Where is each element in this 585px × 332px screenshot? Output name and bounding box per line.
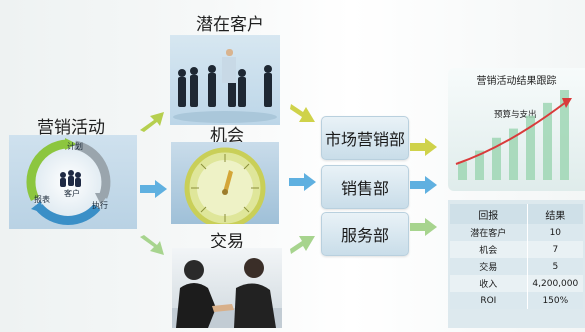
business-people-image: [170, 35, 280, 125]
table-cell: 潜在客户: [450, 224, 528, 241]
chart-bar: [526, 115, 535, 180]
chart-bar: [543, 102, 552, 180]
customers-icon: [60, 170, 81, 187]
cycle-label-execute: 执行: [92, 200, 108, 210]
trend-arrow-line: [455, 101, 567, 165]
results-chart-panel: 营销活动结果跟踪 预算与支出: [448, 68, 585, 191]
table-header-return: 回报: [450, 204, 528, 224]
deal-label: 交易: [210, 232, 244, 252]
cycle-label-report: 报表: [34, 194, 50, 204]
cycle-label-plan: 计划: [67, 141, 83, 151]
table-cell: 4,200,000: [527, 275, 583, 292]
potential-customers-label: 潜在客户: [196, 15, 264, 35]
arrow-to-marketing-icon: [290, 104, 315, 122]
table-cell: 机会: [450, 241, 528, 258]
clock-ticks-icon: [191, 154, 259, 222]
marketing-cycle-panel: 计划 报表 执行 客户: [9, 135, 137, 229]
table-cell: 5: [527, 258, 583, 275]
arrow-to-chart2-icon: [410, 176, 437, 194]
dept-marketing: 市场营销部: [321, 116, 409, 160]
cycle-arc-report: [35, 203, 101, 225]
table-cell: ROI: [450, 292, 528, 309]
cycle-diagram: 计划 报表 执行 客户: [26, 138, 111, 225]
trend-arrow-head-icon: [562, 98, 572, 108]
arrow-to-service-icon: [290, 236, 315, 254]
arrow-to-deal-icon: [140, 235, 164, 255]
table-cell: 10: [527, 224, 583, 241]
dept-sales: 销售部: [321, 165, 409, 209]
arrow-to-table-icon: [410, 218, 437, 236]
chart-bar: [509, 128, 518, 180]
table-cell: 150%: [527, 292, 583, 309]
arrow-to-sales-icon: [289, 173, 316, 191]
chart-bar: [492, 137, 501, 180]
cycle-arc-plan: [26, 139, 68, 202]
arrow-to-potential-icon: [140, 112, 164, 132]
table-header-result: 结果: [527, 204, 583, 224]
chart-title: 营销活动结果跟踪: [476, 76, 557, 87]
chart-subtitle: 预算与支出: [494, 110, 537, 120]
opportunity-label: 机会: [210, 126, 244, 146]
handshake-image: [172, 248, 282, 328]
dept-service: 服务部: [321, 212, 409, 256]
cycle-label-customer: 客户: [64, 188, 80, 198]
chart-bar: [560, 90, 569, 180]
arrow-to-chart-icon: [410, 138, 437, 156]
handshake-icon: [176, 258, 276, 328]
clock-image: [171, 142, 279, 229]
marketing-activity-label: 营销活动: [37, 118, 105, 138]
table-cell: 交易: [450, 258, 528, 275]
results-chart: [455, 90, 572, 180]
chart-bar: [458, 161, 467, 180]
table-cell: 7: [527, 241, 583, 258]
clock-hand-icon: [223, 170, 233, 194]
chart-bar: [475, 150, 484, 180]
table-cell: 收入: [450, 275, 528, 292]
arrow-to-opportunity-icon: [140, 180, 167, 198]
cycle-arc-execute: [73, 140, 111, 199]
